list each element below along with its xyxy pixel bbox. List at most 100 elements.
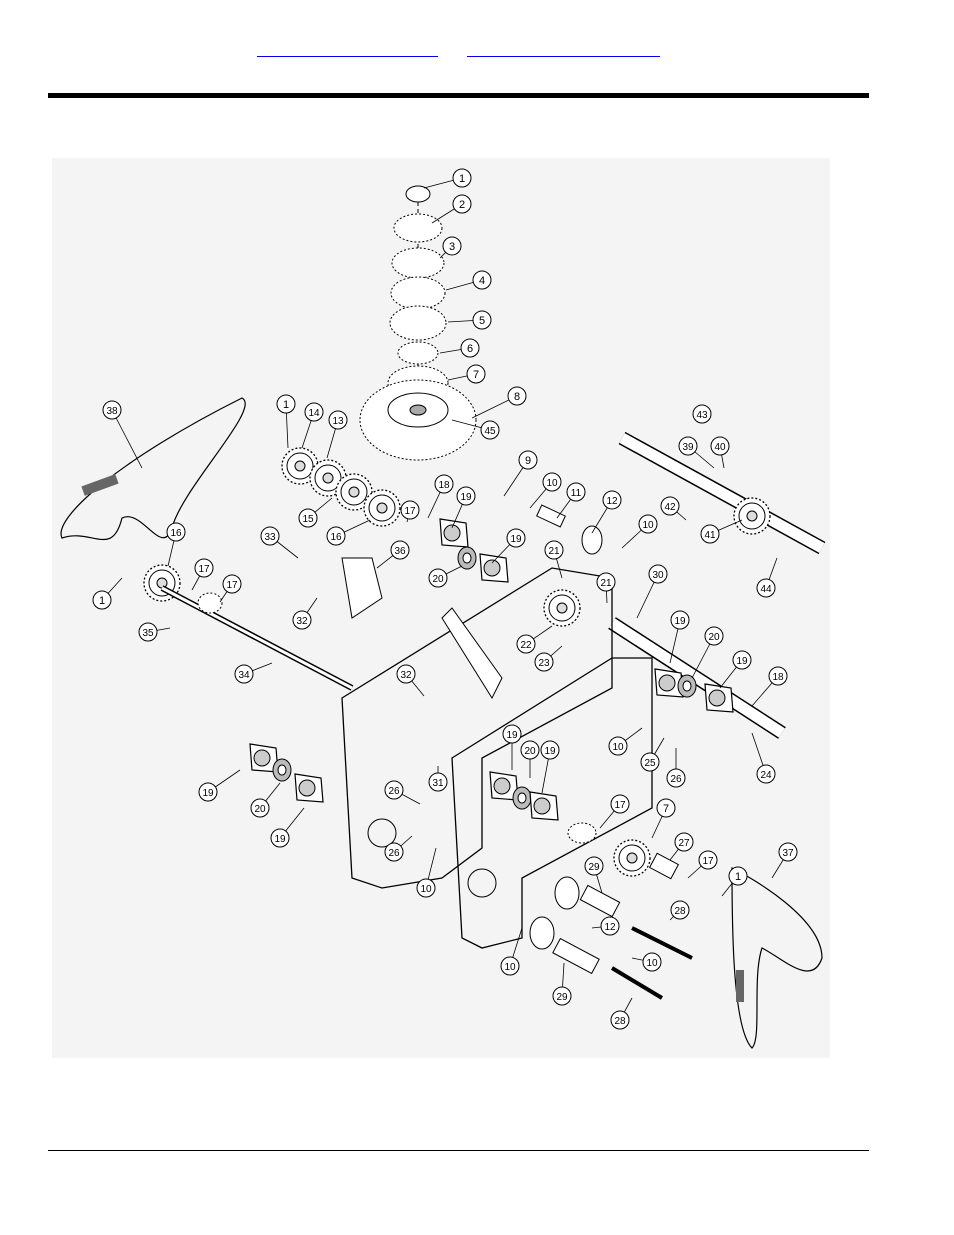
callout-circle [544, 540, 564, 560]
callout-number: 16 [170, 528, 182, 539]
callout-number: 5 [479, 315, 485, 327]
callout-number: 32 [296, 616, 308, 627]
callout-number: 22 [520, 640, 532, 651]
callout-c16b: 16 [166, 522, 186, 567]
callout-number: 23 [538, 658, 550, 669]
callout-c39: 39 [678, 436, 715, 469]
callout-circle [584, 856, 604, 876]
callout-circle [234, 664, 254, 684]
callout-number: 16 [330, 532, 342, 543]
callout-circle [456, 486, 476, 506]
callout-number: 2 [459, 199, 465, 211]
callout-c20c: 20 [250, 782, 281, 818]
callout-number: 33 [264, 532, 276, 543]
callout-c27: 27 [669, 832, 694, 861]
callout-c10d: 10 [416, 847, 437, 898]
callout-circle [778, 842, 798, 862]
callout-c11: 11 [556, 482, 586, 519]
callout-number: 17 [702, 856, 714, 867]
callout-number: 18 [438, 480, 450, 491]
frame-plate-left [341, 567, 613, 889]
callout-number: 6 [467, 343, 473, 355]
callout-c32b: 32 [396, 664, 425, 697]
callout-c19b: 19 [491, 528, 526, 564]
sprocket-stack [359, 185, 477, 461]
callout-c5: 5 [447, 310, 492, 330]
callout-circle [700, 524, 720, 544]
callout-c10b: 10 [621, 514, 658, 549]
callout-circle [138, 622, 158, 642]
callout-number: 26 [388, 848, 400, 859]
callout-number: 29 [588, 862, 600, 873]
callout-number: 10 [612, 742, 624, 753]
callout-circle [194, 558, 214, 578]
callout-c1: 1 [423, 168, 472, 189]
footer-rule [48, 1150, 869, 1151]
callout-c34: 34 [234, 662, 273, 684]
callout-number: 44 [760, 584, 772, 595]
callout-c3: 3 [439, 236, 462, 259]
callout-number: 10 [420, 884, 432, 895]
callout-number: 10 [646, 958, 658, 969]
callout-number: 19 [274, 834, 286, 845]
callout-c4: 4 [445, 270, 492, 291]
callout-number: 12 [606, 496, 618, 507]
callout-c42: 42 [660, 496, 687, 521]
callout-circle [640, 752, 660, 772]
callout-number: 1 [459, 173, 465, 185]
callout-c31: 31 [428, 766, 448, 792]
callout-number: 26 [388, 786, 400, 797]
callout-circle [756, 578, 776, 598]
callout-circle [298, 508, 318, 528]
callout-number: 35 [142, 628, 154, 639]
callout-circle [656, 798, 676, 818]
callout-number: 19 [674, 616, 686, 627]
callout-c41: 41 [700, 519, 743, 544]
callout-circle [507, 386, 527, 406]
callout-circle [480, 420, 500, 440]
callout-c17e: 17 [687, 850, 718, 879]
callout-number: 21 [600, 578, 612, 589]
callout-circle [540, 740, 560, 760]
callout-c25: 25 [640, 737, 665, 772]
callout-number: 40 [714, 442, 726, 453]
header-link-left[interactable] [257, 44, 438, 57]
callout-c20: 20 [428, 565, 463, 588]
callout-circle [502, 724, 522, 744]
callout-number: 39 [682, 442, 694, 453]
callout-c15: 15 [298, 497, 333, 528]
callout-c2: 2 [431, 194, 472, 224]
callout-number: 10 [642, 520, 654, 531]
callout-c26c: 26 [384, 835, 413, 862]
callout-circle [670, 900, 690, 920]
header-link-right[interactable] [467, 44, 660, 57]
callout-number: 37 [782, 848, 794, 859]
callout-number: 41 [704, 530, 716, 541]
callout-number: 43 [696, 410, 708, 421]
callout-c19h: 19 [540, 740, 560, 794]
callout-number: 1 [283, 399, 289, 411]
callout-number: 28 [674, 906, 686, 917]
callout-number: 19 [510, 534, 522, 545]
callout-c7: 7 [447, 364, 486, 384]
callout-circle [698, 850, 718, 870]
callout-number: 17 [404, 506, 416, 517]
callout-circle [416, 878, 436, 898]
callout-number: 4 [479, 275, 485, 287]
callout-number: 19 [544, 746, 556, 757]
callout-c35: 35 [138, 622, 171, 642]
callout-number: 34 [238, 670, 250, 681]
callout-c28b: 28 [610, 997, 633, 1030]
callout-c12b: 12 [591, 916, 620, 936]
callout-circle [472, 270, 492, 290]
callout-circle [674, 832, 694, 852]
callout-number: 7 [663, 803, 669, 815]
callout-c13: 13 [326, 410, 348, 459]
callout-number: 7 [473, 369, 479, 381]
callout-c26: 26 [666, 748, 686, 788]
callout-number: 15 [302, 514, 314, 525]
callout-c9: 9 [503, 450, 538, 497]
callout-c6: 6 [439, 338, 480, 358]
callout-circle [692, 404, 712, 424]
callout-number: 20 [432, 574, 444, 585]
